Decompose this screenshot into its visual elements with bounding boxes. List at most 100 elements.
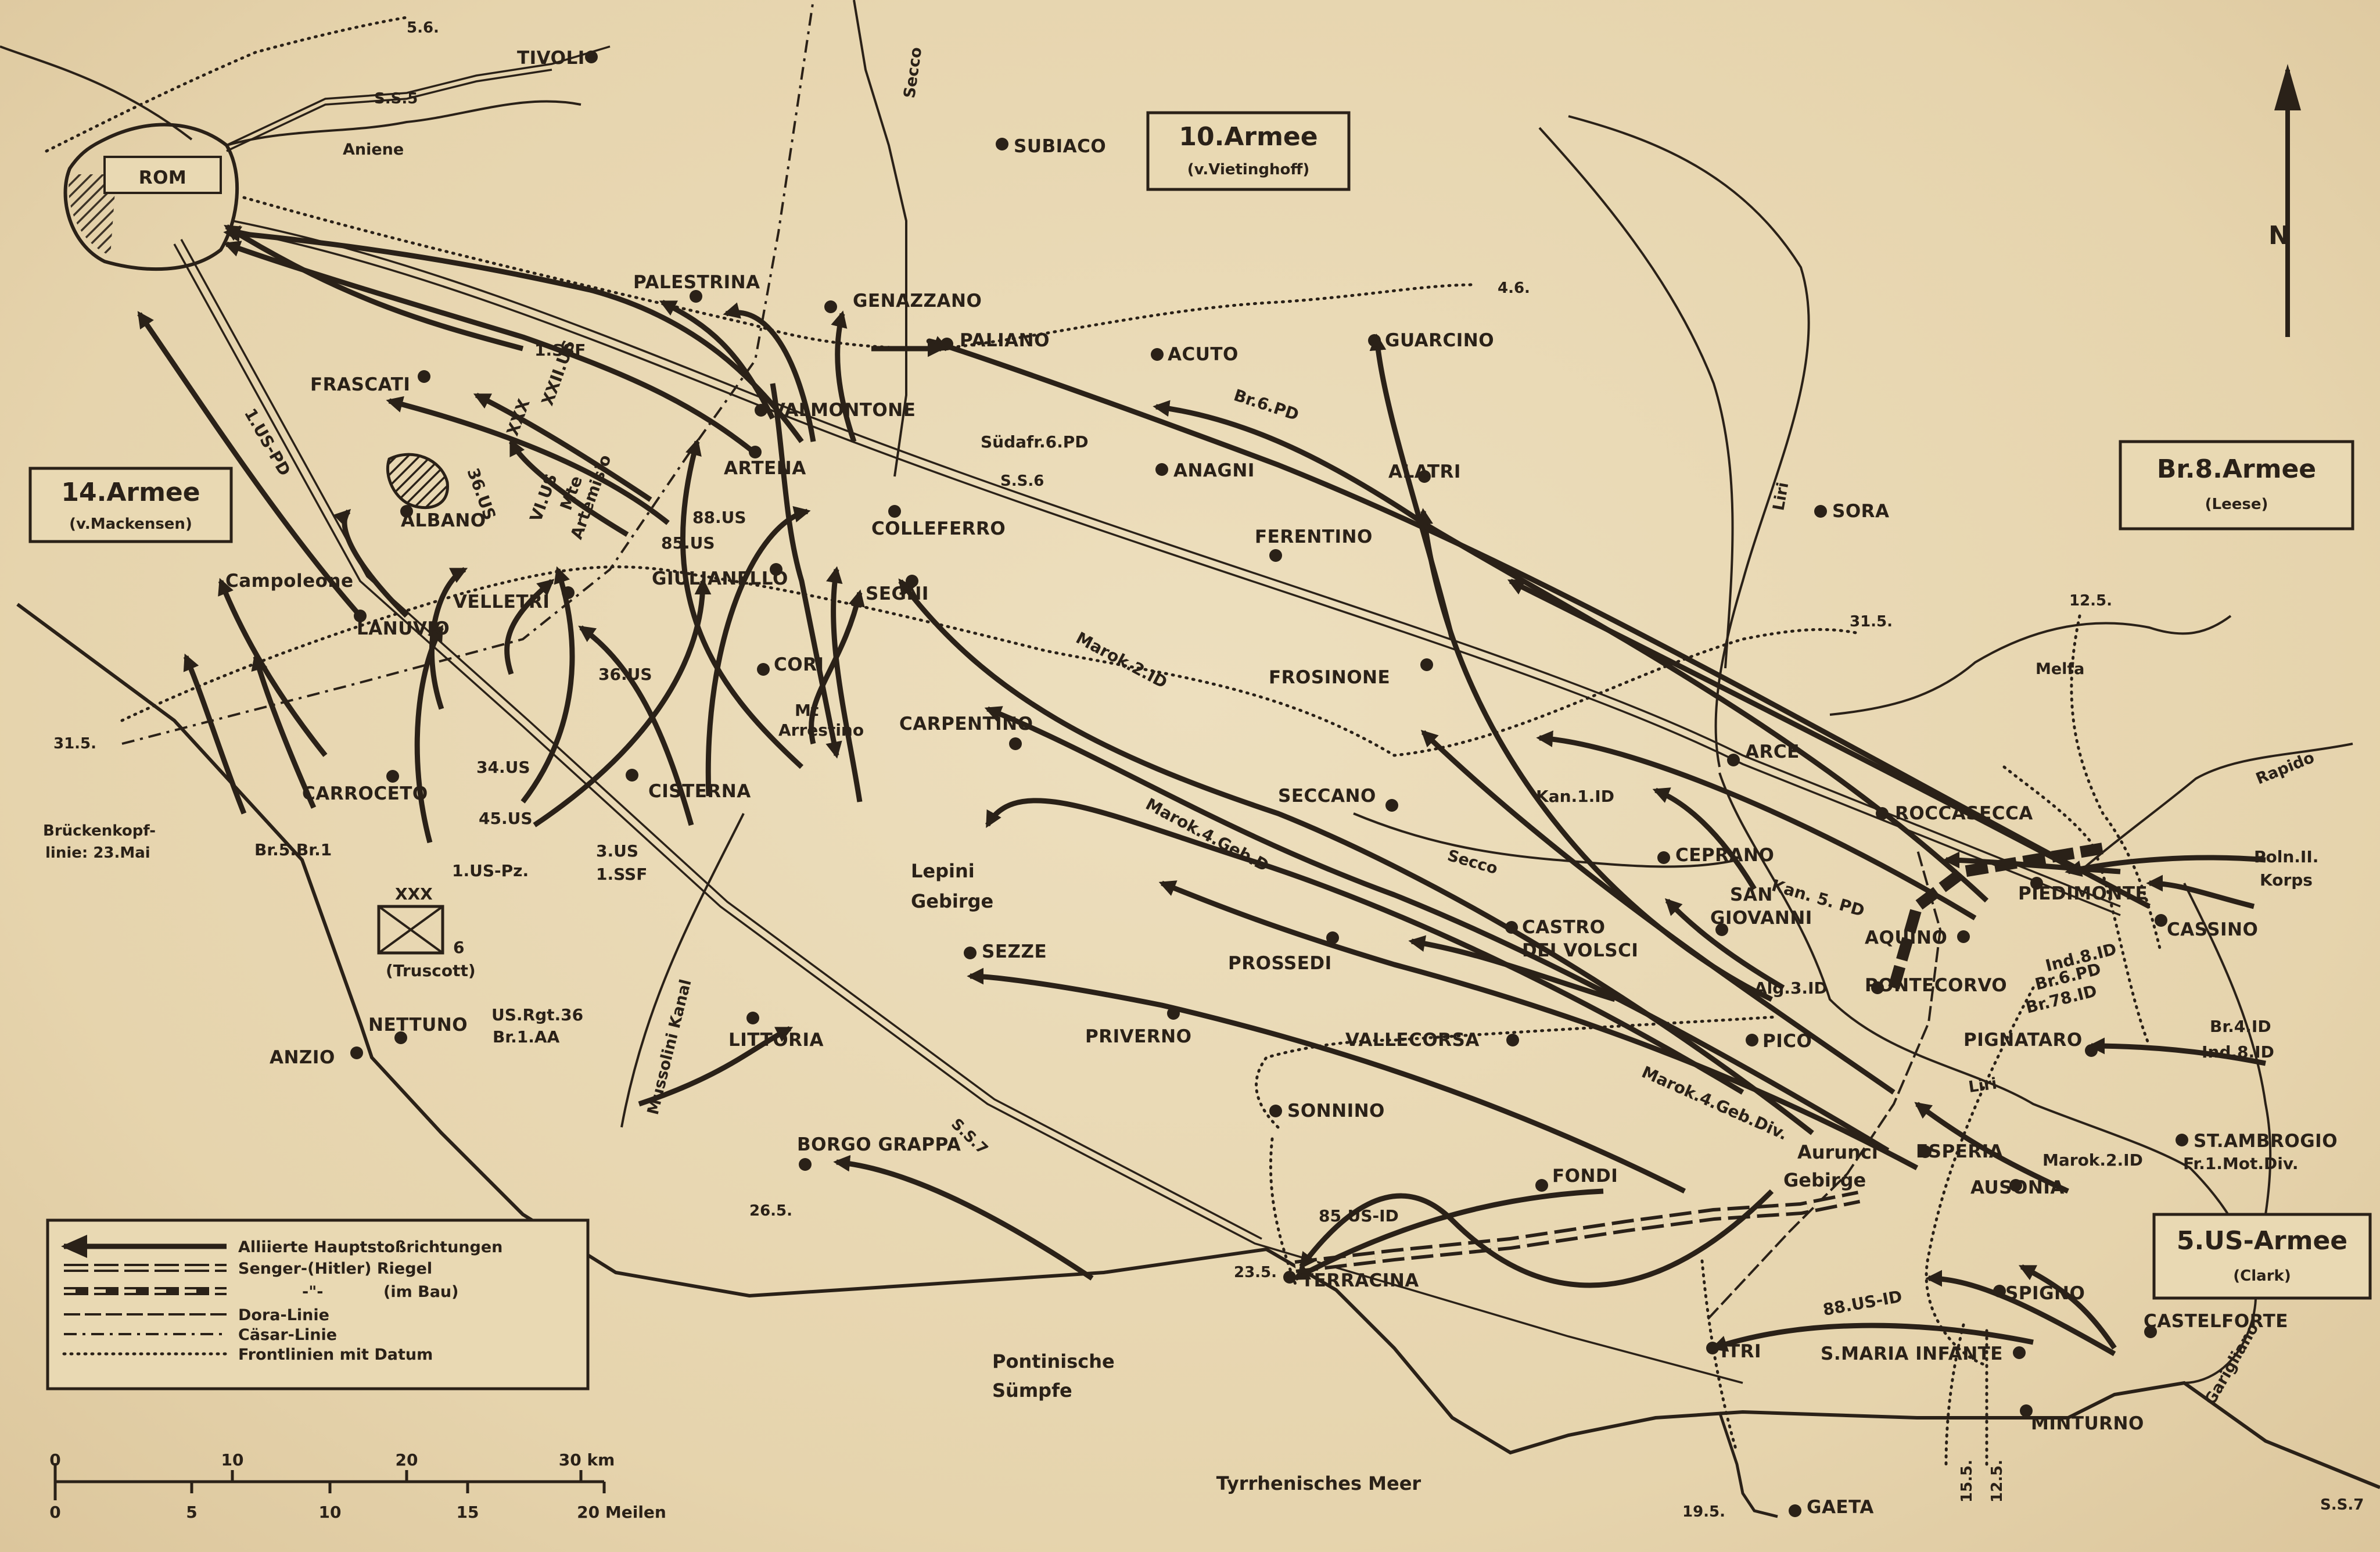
label-d-315-e: 31.5.	[1850, 613, 1893, 630]
city-dot-prossedi	[1326, 931, 1339, 944]
label-carroceto: CARROCETO	[302, 783, 428, 804]
city-dot-castro-1	[1505, 921, 1518, 934]
label-cori: CORI	[774, 654, 824, 675]
text-layer: ROMTIVOLISUBIACOPALESTRINAGENAZZANOPALIA…	[43, 19, 2364, 1521]
city-dot-cassino	[2155, 914, 2167, 927]
label-u-alg3: Alg.3.ID	[1754, 978, 1828, 998]
label-lanuvio: LANUVIO	[357, 618, 450, 639]
city-dot-itri	[1706, 1342, 1719, 1354]
legend-im-bau: (im Bau)	[383, 1283, 459, 1301]
label-mussolini: Mussolini Kanal	[644, 977, 695, 1116]
senger-line-inner	[1295, 1194, 1860, 1270]
label-castro-1: CASTRO	[1522, 917, 1605, 938]
label-u-34us: 34.US	[476, 758, 530, 777]
city-dot-cori	[757, 663, 770, 676]
scale-mi-20: 20 Meilen	[577, 1503, 666, 1522]
label-frosinone: FROSINONE	[1269, 667, 1390, 688]
army-name-10: 10.Armee	[1179, 122, 1318, 152]
army-name-5us: 5.US-Armee	[2177, 1226, 2347, 1256]
city-dot-castelforte	[2144, 1325, 2157, 1338]
label-artena: ARTENA	[724, 458, 806, 479]
label-gaeta: GAETA	[1807, 1497, 1874, 1518]
label-u-kan1: Kan.1.ID	[1536, 787, 1614, 806]
label-ss7-b: S.S.7	[2320, 1496, 2364, 1514]
city-dot-colleferro	[888, 505, 901, 518]
army-commander-10: (v.Vietinghoff)	[1187, 161, 1310, 178]
label-d-315-w: 31.5.	[53, 735, 96, 752]
city-dot-aquino	[1957, 930, 1970, 943]
label-acuto: ACUTO	[1168, 344, 1239, 365]
army-commander-br8: (Leese)	[2205, 496, 2268, 513]
label-pico: PICO	[1762, 1031, 1812, 1052]
city-dot-ferentino	[1269, 549, 1282, 562]
city-dot-minturno	[2020, 1404, 2033, 1417]
allied-thrusts	[137, 224, 2266, 1356]
label-pontecorvo: PONTECORVO	[1865, 975, 2007, 996]
label-u-xxx-box: XXX	[395, 884, 433, 904]
city-dot-velletri	[562, 586, 575, 599]
label-pontinische-2: Sümpfe	[992, 1379, 1072, 1402]
label-paliano: PALIANO	[960, 330, 1050, 351]
label-frascati: FRASCATI	[310, 374, 410, 395]
city-dot-san-giovanni-2	[1715, 923, 1728, 936]
city-dot-giulianello	[770, 563, 782, 576]
city-dot-pontecorvo	[1871, 981, 1884, 994]
city-dot-pico	[1746, 1034, 1758, 1046]
city-dot-acuto	[1151, 348, 1164, 361]
north-arrow	[2274, 64, 2301, 337]
city-dot-spigno	[1993, 1285, 2006, 1297]
city-dot-carroceto	[386, 770, 399, 783]
city-dot-sora	[1814, 505, 1827, 518]
label-anagni: ANAGNI	[1173, 460, 1255, 481]
label-tivoli: TIVOLI	[517, 48, 585, 69]
label-d-46: 4.6.	[1498, 279, 1530, 297]
city-dot-segni	[906, 575, 918, 587]
city-dot-roccasecca	[1876, 807, 1889, 820]
scale-bar	[53, 1463, 606, 1500]
label-velletri: VELLETRI	[453, 592, 550, 612]
label-d-125-n: 12.5.	[2069, 592, 2112, 610]
label-cassino: CASSINO	[2167, 919, 2258, 940]
city-dot-esperia	[1919, 1145, 1932, 1158]
label-u-br4: Br.4.ID	[2210, 1017, 2271, 1036]
label-sea: Tyrrhenisches Meer	[1216, 1472, 1421, 1494]
rivers	[0, 0, 2353, 1384]
city-dot-priverno	[1167, 1007, 1180, 1020]
city-dot-piedimonte	[2030, 877, 2043, 890]
label-castelforte: CASTELFORTE	[2144, 1311, 2288, 1332]
label-castro-2: DEI VOLSCI	[1522, 940, 1638, 961]
label-u-36us-b: 36.US	[598, 665, 652, 684]
label-d-265: 26.5.	[749, 1202, 792, 1220]
army-box-14	[28, 467, 233, 543]
label-guarcino: GUARCINO	[1385, 330, 1494, 351]
rome-label-box	[103, 156, 222, 194]
label-u-88us: 88.US	[692, 508, 746, 527]
city-dot-seccano	[1385, 799, 1398, 812]
label-minturno: MINTURNO	[2031, 1413, 2144, 1434]
label-u-1ssf-s: 1.SSF	[596, 865, 647, 884]
label-u-mt-arr-1: Mt	[795, 701, 819, 720]
city-dot-cisterna	[626, 769, 638, 782]
label-ss5: S.S.5	[374, 90, 418, 107]
label-aquino: AQUINO	[1865, 927, 1947, 948]
legend-senger: Senger-(Hitler) Riegel	[238, 1260, 432, 1278]
city-dot-ausonia	[2009, 1179, 2022, 1192]
city-dot-subiaco	[996, 138, 1008, 150]
label-aurunci-2: Gebirge	[1783, 1169, 1866, 1191]
label-d-195: 19.5.	[1682, 1503, 1725, 1521]
city-dot-littoria	[746, 1012, 759, 1024]
scale-mi-0: 0	[49, 1503, 60, 1522]
label-genazzano: GENAZZANO	[853, 291, 982, 311]
label-anzio: ANZIO	[270, 1047, 335, 1068]
city-dot-terracina	[1283, 1271, 1296, 1284]
legend-ditto: -"-	[302, 1283, 323, 1301]
label-pontinische-1: Pontinische	[992, 1350, 1115, 1372]
city-dot-albano	[400, 505, 413, 518]
label-segni: SEGNI	[866, 583, 929, 604]
label-colleferro: COLLEFERRO	[871, 518, 1006, 539]
label-spigno: SPIGNO	[2005, 1283, 2085, 1304]
city-dot-sonnino	[1269, 1105, 1282, 1117]
label-u-1ssf-north: 1.SSF	[534, 340, 586, 360]
label-u-85us: 85.US	[661, 533, 715, 553]
label-garigliano: Garigliano	[2201, 1320, 2262, 1408]
